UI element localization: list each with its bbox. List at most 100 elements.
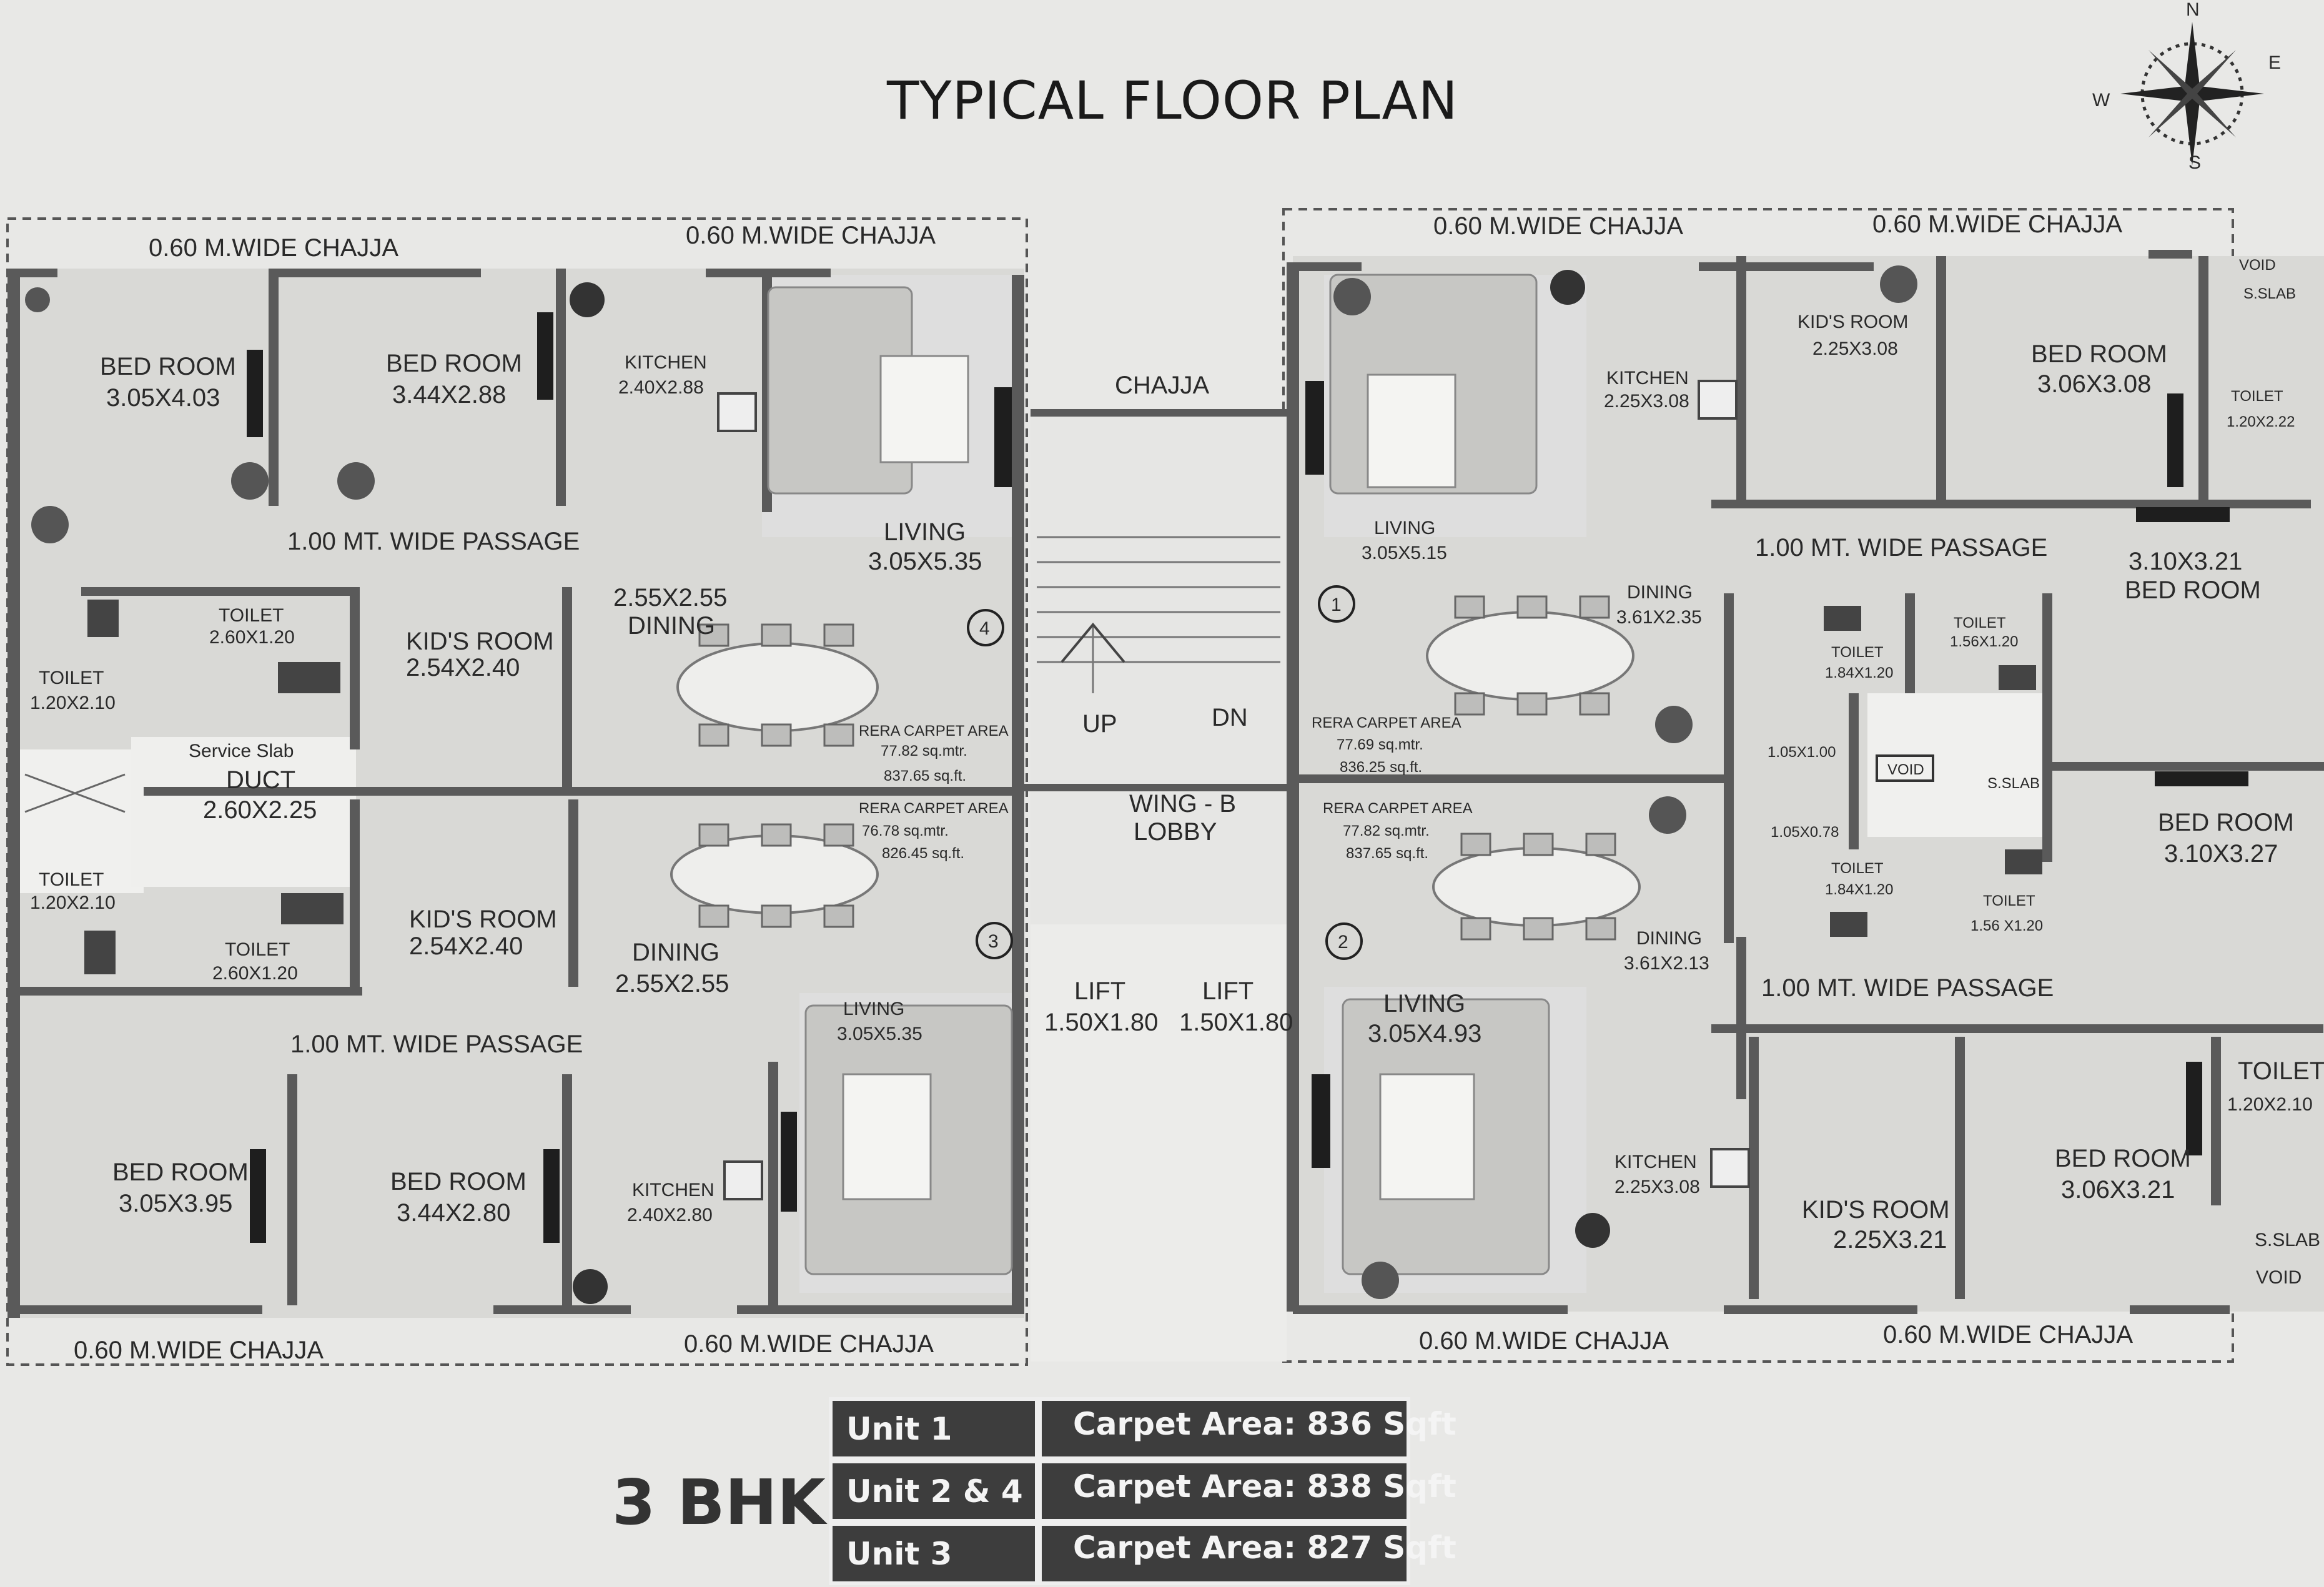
unit1-toilet-dim: 1.20X2.22	[2227, 413, 2295, 430]
walls	[7, 250, 2324, 1318]
lift1-dim: 1.50X1.80	[1044, 1009, 1158, 1036]
unit2-kids-dim: 2.25X3.21	[1833, 1226, 1947, 1253]
stair-down-label: DN	[1212, 704, 1248, 731]
unit4-bed1-dim: 3.05X4.03	[106, 384, 220, 412]
furniture	[24, 270, 2248, 1304]
plant-icons	[25, 265, 1917, 1299]
unit3-toilet2-dim: 2.60X1.20	[212, 963, 298, 984]
unit2-kids-label: KID'S ROOM	[1802, 1196, 1950, 1224]
unit4-toilet2-label: TOILET	[39, 668, 104, 688]
unit3-toilet2-label: TOILET	[225, 939, 290, 960]
unit4-toilet1-label: TOILET	[219, 605, 284, 626]
unit3-toilet1-label: TOILET	[39, 869, 104, 890]
unit2-toilet-a-dim: 1.84X1.20	[1825, 881, 1893, 898]
unit3-rera-sqm: 76.78 sq.mtr.	[862, 823, 949, 839]
lobby-label: LOBBY	[1134, 818, 1217, 846]
shaft-sslab-label: S.SLAB	[1987, 775, 2040, 792]
chajja-label-bottom-center-left: 0.60 M.WIDE CHAJJA	[684, 1330, 934, 1358]
compass-north: N	[2186, 0, 2200, 20]
unit2-toilet-a-label: TOILET	[1831, 860, 1884, 877]
unit2-dining-dim: 3.61X2.13	[1624, 953, 1709, 974]
unit3-bed2-label: BED ROOM	[390, 1168, 527, 1195]
unit3-toilet1-dim: 1.20X2.10	[30, 892, 116, 913]
service-duct: Service Slab DUCT 2.60X2.25	[189, 741, 317, 824]
table-row-area: Carpet Area: 836 Sqft	[1073, 1406, 1456, 1442]
unit1-passage-label: 1.00 MT. WIDE PASSAGE	[1755, 534, 2047, 561]
unit1-living-dim: 3.05X5.15	[1362, 543, 1447, 563]
unit1-rera-sqft: 836.25 sq.ft.	[1340, 759, 1422, 776]
unit2-bed2-dim: 3.06X3.21	[2061, 1176, 2175, 1204]
unit3-bed2-dim: 3.44X2.80	[397, 1199, 510, 1227]
shaft-void-label: VOID	[1887, 761, 1924, 778]
unit4-bed1-label: BED ROOM	[100, 353, 236, 380]
lobby-wing-label: WING - B	[1129, 790, 1236, 818]
unit4-kitchen-dim: 2.40X2.88	[618, 377, 704, 398]
unit3-passage-label: 1.00 MT. WIDE PASSAGE	[290, 1031, 583, 1058]
unit4-living-label: LIVING	[884, 518, 966, 546]
unit4-bed2-label: BED ROOM	[386, 350, 522, 377]
unit2-number: 2	[1338, 932, 1348, 952]
table-row-area: Carpet Area: 827 Sqft	[1073, 1530, 1456, 1566]
lift2-dim: 1.50X1.80	[1179, 1009, 1293, 1036]
unit4-dining-label: DINING	[628, 612, 715, 640]
unit4-rera-label: RERA CARPET AREA	[859, 723, 1009, 739]
chajja-label-top-right: 0.60 M.WIDE CHAJJA	[1872, 210, 2122, 238]
unit-4: BED ROOM 3.05X4.03 BED ROOM 3.44X2.88 KI…	[30, 350, 1009, 784]
unit4-rera-sqm: 77.82 sq.mtr.	[881, 743, 967, 759]
unit4-kids-dim: 2.54X2.40	[406, 654, 520, 681]
table-row-unit: Unit 2 & 4	[846, 1473, 1023, 1510]
table-row-unit: Unit 3	[846, 1536, 952, 1572]
unit2-living-dim: 3.05X4.93	[1368, 1020, 1481, 1047]
bhk-label: 3 BHK	[612, 1466, 828, 1539]
duct-label: DUCT	[226, 766, 295, 794]
unit1-toilet-b-label: TOILET	[1954, 615, 2006, 631]
chajja-label-center: CHAJJA	[1115, 372, 1209, 399]
unit2-toilet-b-label: TOILET	[1983, 892, 2035, 909]
unit1-void-label: VOID	[2239, 257, 2276, 274]
chajja-label-bottom-left: 0.60 M.WIDE CHAJJA	[74, 1337, 324, 1364]
unit2-rera-label: RERA CARPET AREA	[1323, 800, 1473, 817]
unit1-bed2-label: BED ROOM	[2125, 576, 2261, 604]
unit1-kitchen-label: KITCHEN	[1606, 368, 1689, 388]
table-row-unit: Unit 1	[846, 1411, 952, 1447]
compass-rose-icon: N E S W	[2092, 0, 2281, 173]
unit3-kitchen-dim: 2.40X2.80	[627, 1205, 713, 1225]
unit1-toilet-b-dim: 1.56X1.20	[1950, 633, 2018, 650]
compass-west: W	[2092, 90, 2110, 111]
unit4-living-dim: 3.05X5.35	[868, 548, 982, 575]
chajja-label-bottom-right: 0.60 M.WIDE CHAJJA	[1883, 1321, 2133, 1348]
unit4-dining-dim: 2.55X2.55	[613, 584, 727, 611]
lift1-label: LIFT	[1074, 977, 1125, 1005]
unit1-dining-dim: 3.61X2.35	[1616, 607, 1702, 628]
left-wing-chajja-outline	[6, 217, 1028, 1366]
unit2-bed1-label: BED ROOM	[2158, 809, 2294, 836]
unit3-living-label: LIVING	[843, 999, 904, 1019]
unit2-living-label: LIVING	[1383, 990, 1465, 1017]
unit4-passage-label: 1.00 MT. WIDE PASSAGE	[287, 528, 580, 555]
unit1-toilet-a-label: TOILET	[1831, 644, 1884, 661]
chajja-label-top-center-left: 0.60 M.WIDE CHAJJA	[686, 222, 936, 249]
unit1-bed2-dim: 3.10X3.21	[2129, 548, 2242, 575]
shaft-dim-2: 1.05X0.78	[1771, 824, 1839, 841]
unit3-kitchen-label: KITCHEN	[632, 1180, 715, 1200]
unit1-kitchen-dim: 2.25X3.08	[1604, 391, 1689, 412]
unit3-rera-label: RERA CARPET AREA	[859, 800, 1009, 817]
chajja-label-bottom-center-right: 0.60 M.WIDE CHAJJA	[1419, 1327, 1669, 1355]
unit1-kids-label: KID'S ROOM	[1797, 312, 1908, 332]
unit2-void-label: VOID	[2256, 1267, 2302, 1288]
middle-shaft: 1.05X1.00 VOID S.SLAB 1.05X0.78	[1768, 744, 2040, 841]
core-area	[1031, 412, 1287, 1362]
core-labels: UP DN WING - B LOBBY LIFT 1.50X1.80 LIFT…	[1044, 704, 1293, 1036]
unit2-bed2-label: BED ROOM	[2055, 1145, 2191, 1172]
unit1-sslab-label: S.SLAB	[2243, 285, 2296, 302]
unit-3: TOILET 1.20X2.10 TOILET 2.60X1.20 KID'S …	[30, 800, 1013, 1227]
lift2-label: LIFT	[1202, 977, 1253, 1005]
compass-east: E	[2268, 52, 2281, 73]
unit1-living-label: LIVING	[1374, 518, 1435, 538]
unit1-number: 1	[1331, 595, 1342, 615]
duct-dim: 2.60X2.25	[203, 796, 317, 824]
carpet-area-table: Unit 1 Carpet Area: 836 Sqft Unit 2 & 4 …	[829, 1397, 1456, 1585]
table-row-area: Carpet Area: 838 Sqft	[1073, 1468, 1456, 1505]
